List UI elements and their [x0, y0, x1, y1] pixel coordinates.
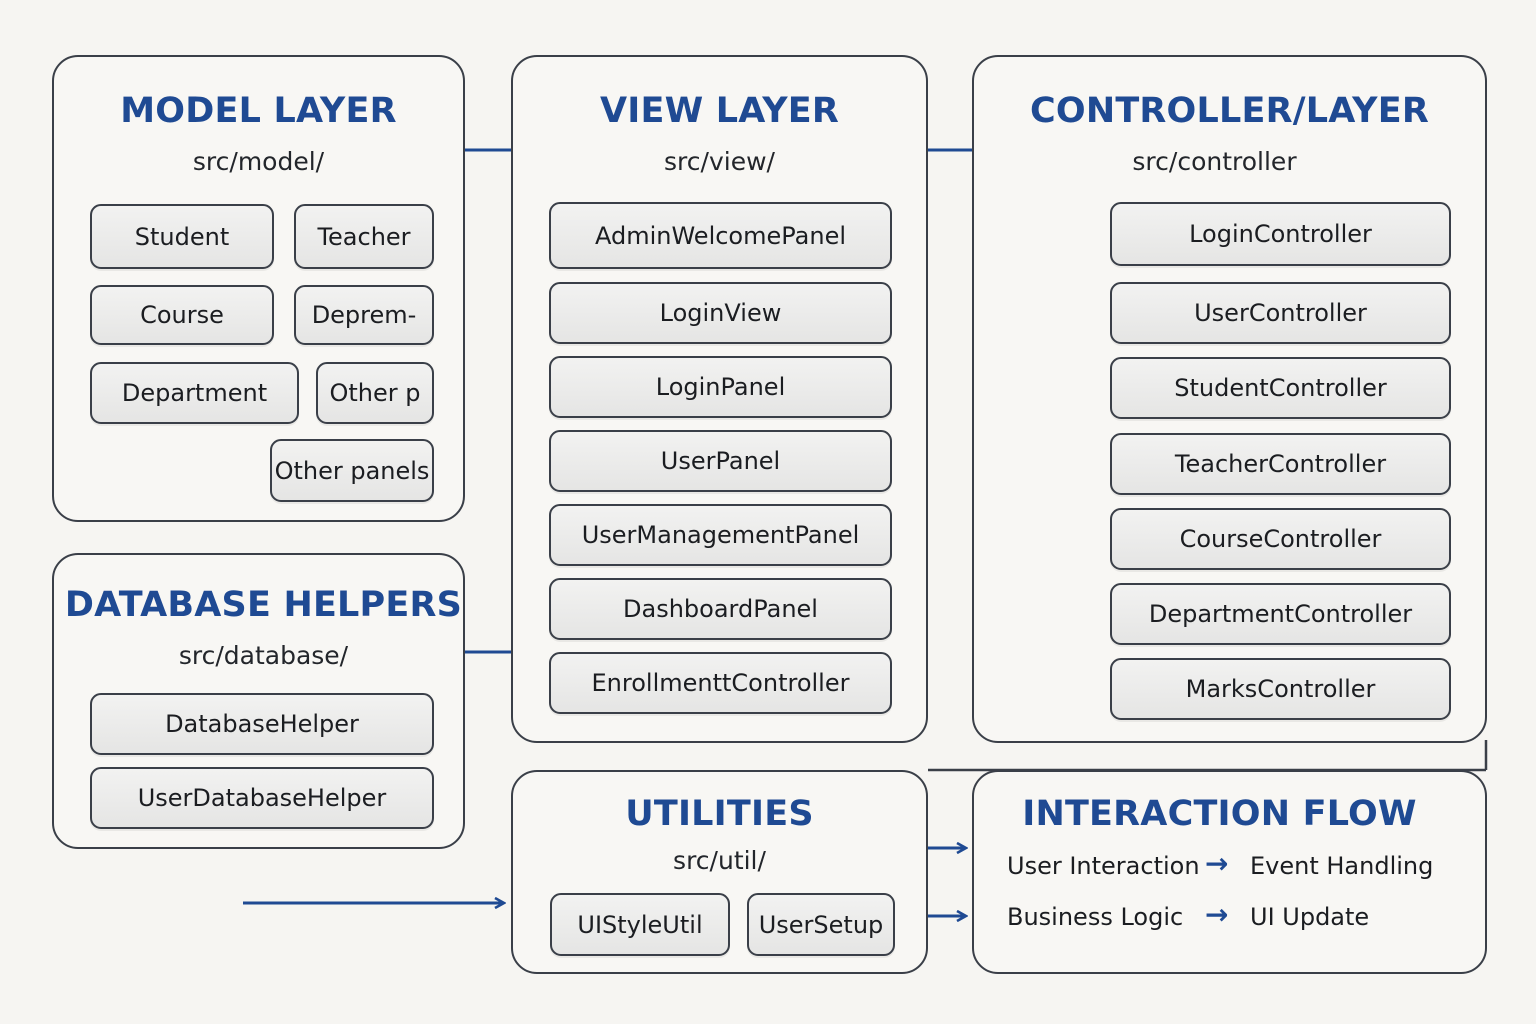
controller-layer-path: src/controller [1132, 147, 1297, 176]
model-item-student[interactable]: Student [90, 204, 274, 269]
controller-item-department[interactable]: DepartmentController [1110, 583, 1451, 645]
database-helpers-panel: DATABASE HELPERS src/database/ DatabaseH… [52, 553, 465, 849]
view-item-dashboard-panel[interactable]: DashboardPanel [549, 578, 892, 640]
view-item-enrollment-controller[interactable]: EnrollmenttController [549, 652, 892, 714]
database-helpers-title: DATABASE HELPERS [64, 585, 463, 625]
flow-arrow-icon: → [1205, 898, 1229, 931]
utilities-panel: UTILITIES src/util/ UIStyleUtil UserSetu… [511, 770, 928, 974]
flow-business-logic: Business Logic [1007, 903, 1184, 931]
view-item-login-panel[interactable]: LoginPanel [549, 356, 892, 418]
utilities-path: src/util/ [673, 846, 766, 875]
utilities-item-ui-style-util[interactable]: UIStyleUtil [550, 893, 730, 956]
view-item-user-management-panel[interactable]: UserManagementPanel [549, 504, 892, 566]
view-item-admin-welcome-panel[interactable]: AdminWelcomePanel [549, 202, 892, 269]
interaction-flow-title: INTERACTION FLOW [1022, 794, 1417, 834]
model-layer-panel: MODEL LAYER src/model/ Student Teacher C… [52, 55, 465, 522]
model-item-teacher[interactable]: Teacher [294, 204, 434, 269]
controller-item-marks[interactable]: MarksController [1110, 658, 1451, 720]
controller-item-teacher[interactable]: TeacherController [1110, 433, 1451, 495]
controller-item-user[interactable]: UserController [1110, 282, 1451, 344]
controller-item-course[interactable]: CourseController [1110, 508, 1451, 570]
flow-ui-update: UI Update [1250, 903, 1370, 931]
flow-user-interaction: User Interaction [1007, 852, 1200, 880]
database-item-database-helper[interactable]: DatabaseHelper [90, 693, 434, 755]
database-item-user-database-helper[interactable]: UserDatabaseHelper [90, 767, 434, 829]
model-item-other-panels[interactable]: Other panels [270, 439, 434, 502]
database-helpers-path: src/database/ [178, 641, 349, 670]
flow-event-handling: Event Handling [1250, 852, 1434, 880]
view-layer-path: src/view/ [664, 147, 775, 176]
flow-arrow-icon: → [1205, 847, 1229, 880]
controller-item-student[interactable]: StudentController [1110, 357, 1451, 419]
model-layer-title: MODEL LAYER [120, 91, 397, 131]
controller-layer-panel: CONTROLLER/LAYER src/controller LoginCon… [972, 55, 1487, 743]
model-item-other-p[interactable]: Other p [316, 362, 434, 424]
controller-layer-title: CONTROLLER/LAYER [1029, 91, 1429, 131]
model-item-deprem[interactable]: Deprem- [294, 285, 434, 345]
view-item-login-view[interactable]: LoginView [549, 282, 892, 344]
view-layer-panel: VIEW LAYER src/view/ AdminWelcomePanel L… [511, 55, 928, 743]
utilities-title: UTILITIES [625, 794, 814, 834]
model-layer-path: src/model/ [192, 147, 325, 176]
utilities-item-user-setup[interactable]: UserSetup [747, 893, 895, 956]
controller-item-login[interactable]: LoginController [1110, 202, 1451, 266]
view-item-user-panel[interactable]: UserPanel [549, 430, 892, 492]
model-item-course[interactable]: Course [90, 285, 274, 345]
model-item-department[interactable]: Department [90, 362, 299, 424]
interaction-flow-panel: INTERACTION FLOW User Interaction → Even… [972, 770, 1487, 974]
view-layer-title: VIEW LAYER [599, 91, 840, 131]
